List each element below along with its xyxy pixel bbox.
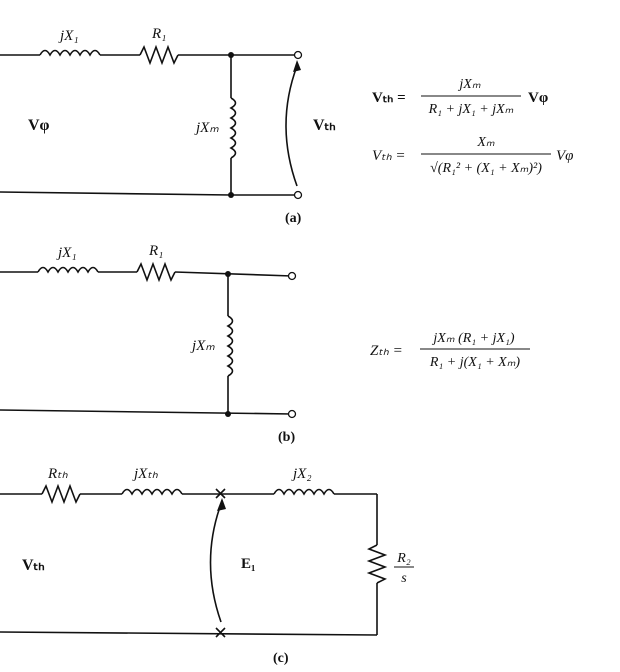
- inductor-jx2: [273, 488, 335, 496]
- label-jxm-b: jXₘ: [190, 338, 215, 354]
- inductor-jxm-a: [229, 97, 237, 159]
- e1-arrowhead: [217, 498, 226, 511]
- wire-c-bottom: [0, 631, 378, 636]
- label-jx1-b: jX₁: [56, 245, 77, 261]
- caption-c: (c): [273, 651, 289, 666]
- circuit-a: jX₁ R₁ jXₘ Vφ Vₜₕ (a): [0, 26, 336, 226]
- label-vth-a: Vₜₕ: [313, 117, 336, 134]
- label-source-c: Vₜₕ: [22, 557, 45, 574]
- label-r1-b: R₁: [148, 243, 163, 259]
- resistor-rth: [41, 483, 81, 505]
- resistor-r1-b: [136, 261, 176, 283]
- terminal-c-top-x: [215, 488, 226, 499]
- label-jx1-a: jX₁: [58, 28, 79, 44]
- label-r2-numerator: R₂: [396, 551, 411, 566]
- wire-b-top-right: [174, 271, 293, 277]
- eq3-denominator: R₁ + j(X₁ + Xₘ): [429, 355, 521, 370]
- wire-a-bottom-left: [0, 191, 232, 196]
- caption-a: (a): [285, 211, 302, 226]
- eq3-numerator: jXₘ (R₁ + jX₁): [431, 331, 515, 346]
- label-jxth: jXₜₕ: [132, 466, 159, 482]
- e1-arrow: [209, 503, 222, 623]
- terminal-c-bottom-x: [215, 627, 226, 638]
- resistor-r2s: [366, 544, 388, 584]
- vth-arrowhead-a: [293, 60, 301, 72]
- inductor-jx1-b: [37, 266, 99, 274]
- node-b-bottom: [225, 411, 231, 417]
- eq2-lhs: Vₜₕ =: [372, 148, 406, 164]
- eq1-numerator: jXₘ: [457, 77, 480, 92]
- eq1-tail: Vφ: [528, 90, 548, 106]
- equation-zth: Zₜₕ = jXₘ (R₁ + jX₁) R₁ + j(X₁ + Xₘ): [370, 331, 530, 370]
- equation-vth-magnitude: Vₜₕ = Xₘ √(R₁² + (X₁ + Xₘ)²) Vφ: [372, 135, 573, 176]
- label-r2-denominator: s: [401, 571, 407, 586]
- eq3-lhs: Zₜₕ =: [370, 343, 403, 359]
- eq2-denominator: √(R₁² + (X₁ + Xₘ)²): [430, 161, 542, 176]
- inductor-jxm-b: [226, 315, 234, 377]
- eq2-numerator: Xₘ: [476, 135, 495, 150]
- label-e1: E₁: [241, 556, 256, 572]
- inductor-jx1-a: [39, 49, 101, 57]
- label-jx2: jX₂: [291, 466, 312, 482]
- label-rth: Rₜₕ: [47, 466, 69, 482]
- label-source-a: Vφ: [28, 117, 50, 134]
- node-a-bottom: [228, 192, 234, 198]
- eq2-tail: Vφ: [556, 148, 573, 164]
- caption-b: (b): [278, 430, 295, 445]
- eq1-denominator: R₁ + jX₁ + jXₘ: [428, 102, 514, 117]
- equation-vth-complex: Vₜₕ = jXₘ R₁ + jX₁ + jXₘ Vφ: [372, 77, 548, 117]
- terminal-b-top: [287, 271, 297, 281]
- resistor-r1-a: [139, 44, 179, 66]
- terminal-a-top: [293, 50, 303, 60]
- label-r1-a: R₁: [151, 26, 166, 42]
- inductor-jxth: [121, 488, 183, 496]
- terminal-b-bottom: [287, 409, 297, 419]
- circuit-c: Rₜₕ jXₜₕ jX₂ R₂ s Vₜₕ E₁ (c): [0, 466, 414, 666]
- wire-b-bottom: [0, 409, 293, 415]
- terminal-a-bottom: [293, 190, 303, 200]
- label-jxm-a: jXₘ: [194, 120, 219, 136]
- vth-arrow-a: [285, 65, 298, 187]
- eq1-lhs: Vₜₕ =: [372, 90, 406, 106]
- circuit-b: jX₁ R₁ jXₘ (b): [0, 243, 297, 445]
